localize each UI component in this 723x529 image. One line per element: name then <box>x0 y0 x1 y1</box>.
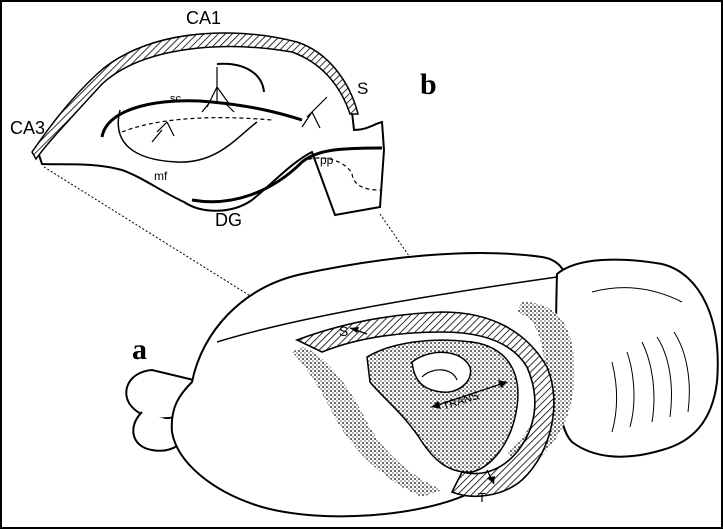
label-pp: pp <box>320 153 334 167</box>
label-sc: sc <box>170 93 182 105</box>
hippocampal-slice <box>32 33 384 215</box>
label-mf: mf <box>154 169 168 183</box>
label-temporal: T <box>478 490 486 505</box>
label-dg: DG <box>215 210 242 230</box>
panel-label-a: a <box>132 333 147 366</box>
label-septal: S <box>339 323 348 339</box>
label-subiculum: S <box>357 79 368 98</box>
rat-brain <box>126 253 717 516</box>
panel-label-b: b <box>420 68 437 101</box>
cerebellum <box>556 260 718 457</box>
label-ca3: CA3 <box>10 118 45 138</box>
label-ca1: CA1 <box>186 8 221 28</box>
slice-outline <box>38 34 384 215</box>
